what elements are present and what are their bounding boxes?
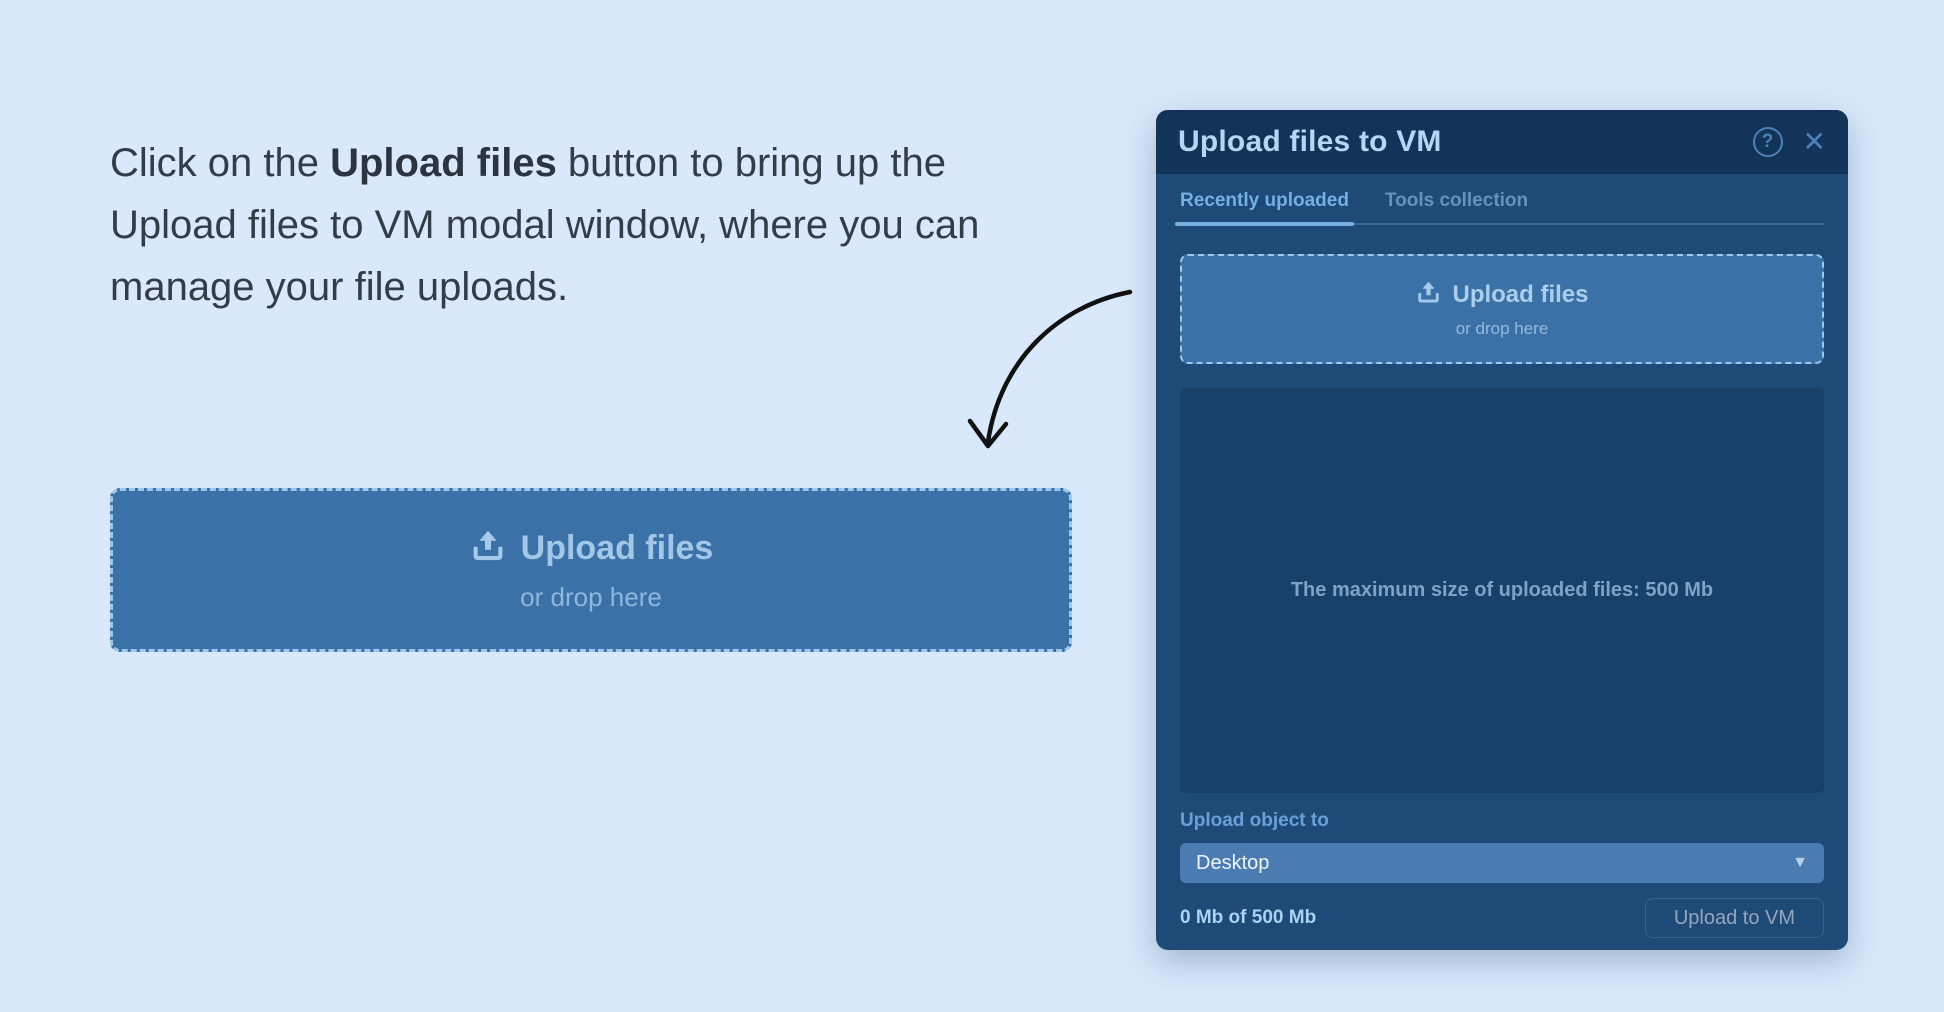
instruction-text: Click on the Upload files button to brin… (110, 132, 1000, 318)
instruction-highlight: Upload files (330, 141, 557, 185)
modal-title: Upload files to VM (1178, 125, 1442, 158)
close-icon[interactable]: ✕ (1802, 126, 1826, 157)
modal-upload-dropzone[interactable]: Upload files or drop here (1180, 254, 1824, 364)
upload-files-dropzone[interactable]: Upload files or drop here (110, 488, 1072, 652)
upload-files-modal: Upload files to VM ? ✕ Recently uploaded… (1156, 110, 1848, 950)
tab-bar: Recently uploaded Tools collection (1175, 190, 1824, 226)
tab-label: Recently uploaded (1180, 190, 1349, 211)
upload-to-vm-button[interactable]: Upload to VM (1644, 898, 1824, 938)
upload-icon (1415, 279, 1442, 311)
upload-icon (469, 527, 507, 570)
dropzone-label: Upload files (1452, 281, 1589, 308)
usage-text: 0 Mb of 500 Mb (1180, 907, 1317, 928)
dropzone-sublabel: or drop here (1455, 319, 1549, 338)
modal-content: Recently uploaded Tools collection Uploa… (1156, 190, 1848, 938)
file-list-panel: The maximum size of uploaded files: 500 … (1180, 388, 1824, 793)
tab-label: Tools collection (1384, 190, 1529, 211)
active-tab-underline (1175, 222, 1354, 226)
max-size-message: The maximum size of uploaded files: 500 … (1290, 579, 1714, 601)
tab-tools-collection[interactable]: Tools collection (1385, 190, 1528, 226)
help-icon[interactable]: ? (1752, 127, 1783, 157)
tab-recently-uploaded[interactable]: Recently uploaded (1175, 190, 1354, 226)
chevron-down-icon: ▼ (1792, 854, 1808, 871)
instruction-text-before: Click on the (110, 141, 331, 185)
destination-selected-value: Desktop (1196, 851, 1270, 874)
modal-header: Upload files to VM ? ✕ (1156, 110, 1848, 174)
dropzone-label: Upload files (520, 529, 714, 567)
dropzone-sublabel: or drop here (520, 582, 662, 612)
destination-label: Upload object to (1180, 810, 1329, 831)
instruction-text-after: button to bring up the Upload files to V… (110, 141, 980, 309)
destination-select[interactable]: Desktop ▼ (1180, 843, 1824, 883)
modal-footer: 0 Mb of 500 Mb Upload to VM (1180, 898, 1824, 938)
tabs-divider (1180, 223, 1824, 225)
